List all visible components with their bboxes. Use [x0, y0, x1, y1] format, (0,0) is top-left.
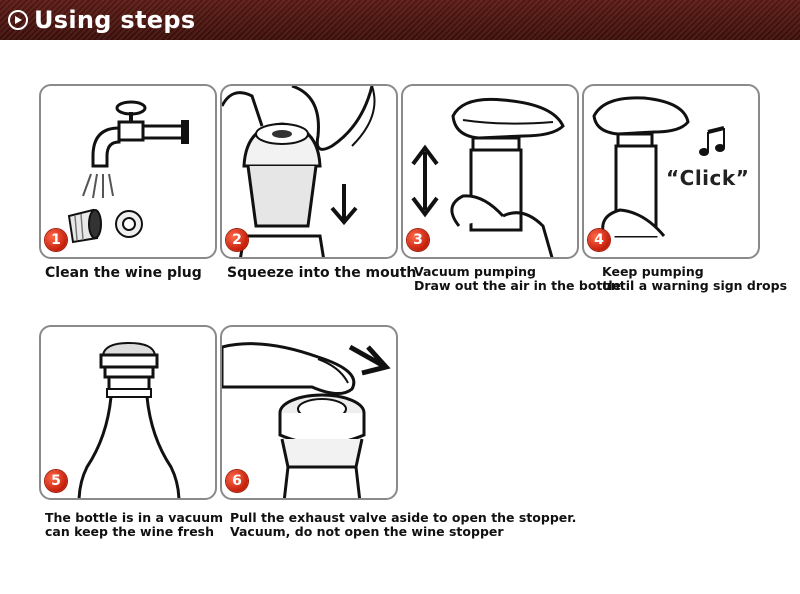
- section-header: Using steps: [0, 0, 800, 40]
- bottle-illustration: [77, 341, 181, 498]
- step-badge: 6: [226, 470, 248, 492]
- step-6-caption-line-2: Vacuum, do not open the wine stopper: [230, 524, 504, 539]
- step-5-panel: 5: [39, 325, 217, 500]
- faucet-illustration: [67, 100, 189, 244]
- step-4-panel: “Click” 4: [582, 84, 760, 259]
- step-2-caption: Squeeze into the mouth: [227, 265, 417, 281]
- step-badge: 3: [407, 229, 429, 251]
- step-1-caption: Clean the wine plug: [45, 265, 202, 281]
- step-6-caption-line-1: Pull the exhaust valve aside to open the…: [230, 510, 577, 525]
- step-badge: 2: [226, 229, 248, 251]
- step-4-caption-line-2: until a warning sign drops: [602, 278, 788, 293]
- click-illustration: [592, 96, 725, 238]
- step-5-caption-line-2: can keep the wine fresh: [45, 524, 215, 539]
- step-badge: 5: [45, 470, 67, 492]
- step-3-caption-line-1: Vacuum pumping: [414, 264, 536, 279]
- step-badge: 4: [588, 229, 610, 251]
- release-valve-illustration: [222, 342, 391, 498]
- music-note-icon: [699, 126, 725, 156]
- step-6-panel: 6: [220, 325, 398, 500]
- step-3-caption-line-2: Draw out the air in the bottle: [414, 278, 622, 293]
- step-3-panel: 3: [401, 84, 579, 259]
- play-circle-icon: [8, 10, 28, 30]
- click-sound-text: “Click”: [666, 166, 750, 190]
- step-2-panel: 2: [220, 84, 398, 259]
- step-badge: 1: [45, 229, 67, 251]
- step-1-panel: 1: [39, 84, 217, 259]
- step-4-caption-line-1: Keep pumping: [602, 264, 704, 279]
- step-5-caption-line-1: The bottle is in a vacuum: [45, 510, 224, 525]
- pump-illustration: [411, 97, 565, 257]
- header-title: Using steps: [34, 6, 196, 34]
- squeeze-illustration: [222, 86, 376, 257]
